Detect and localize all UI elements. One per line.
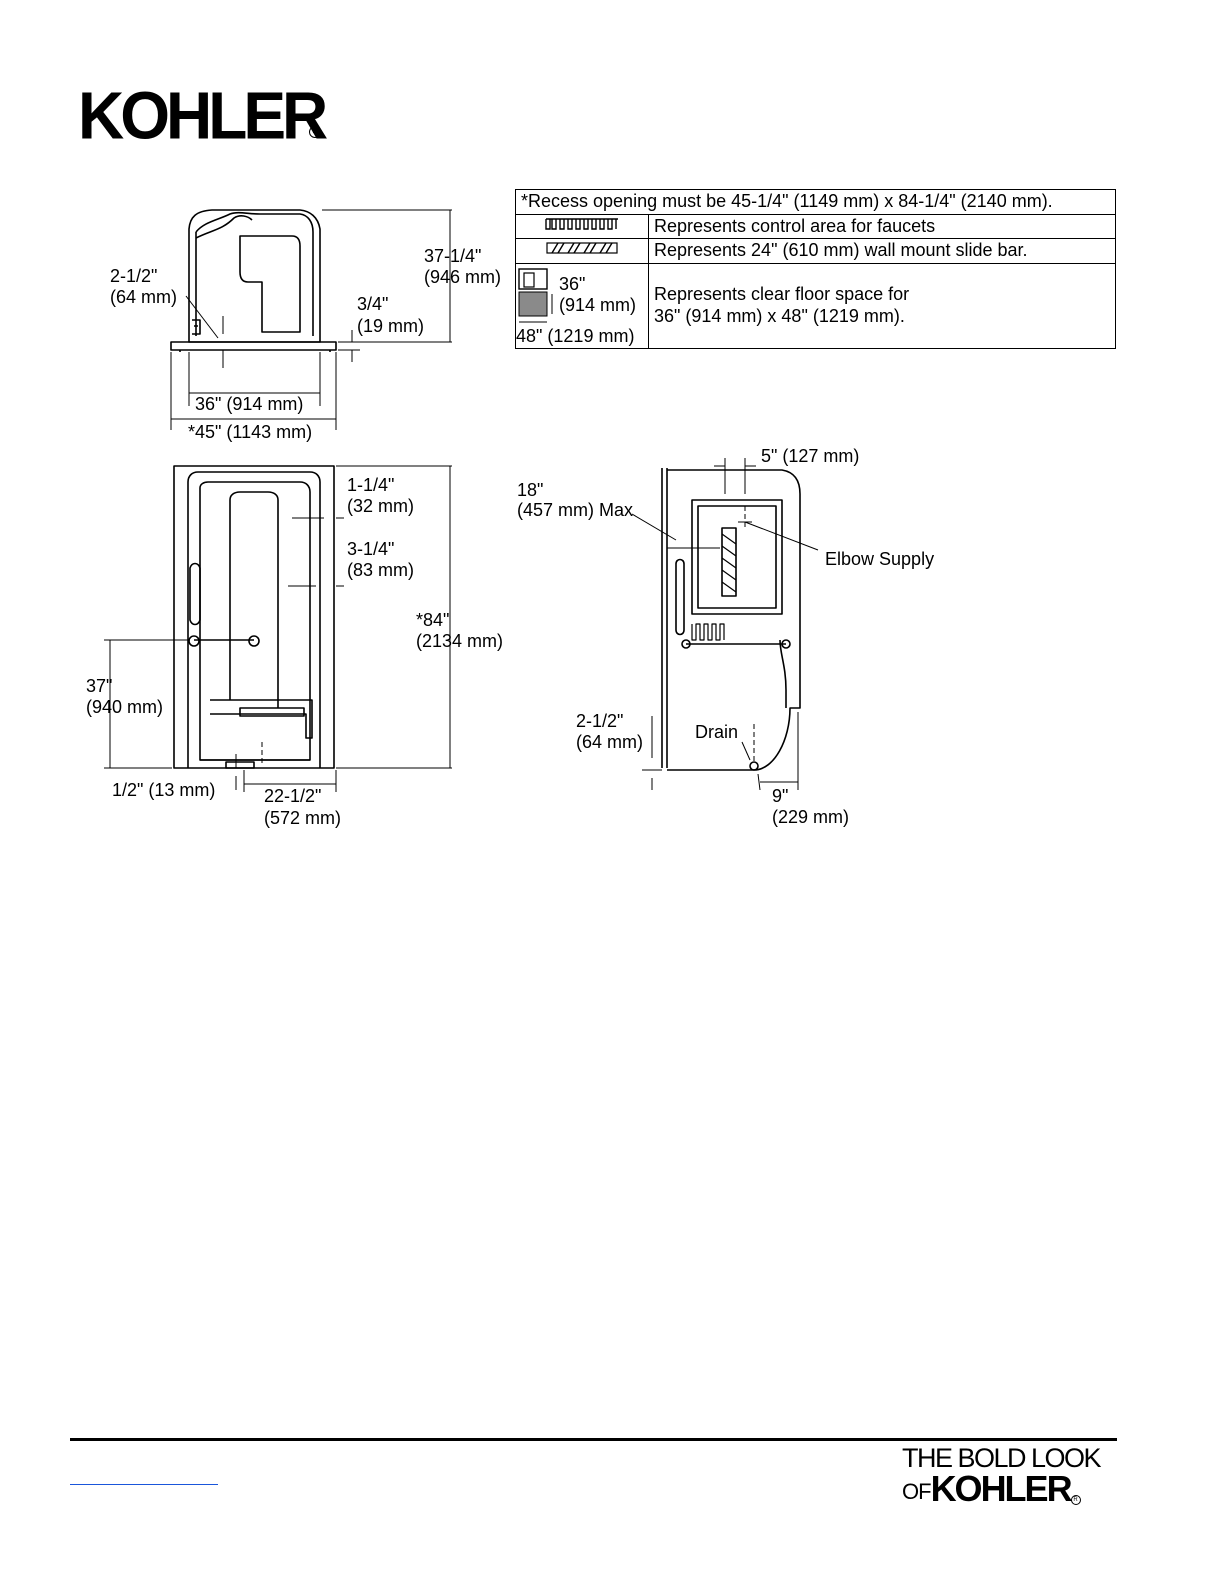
plan-outer-width: *45" (1143 mm) <box>188 422 312 442</box>
clear-floor-symbol-cell: 36" (914 mm) 48" (1219 mm) <box>515 262 649 349</box>
side-drain-label: Drain <box>695 722 738 742</box>
footer-rule <box>70 1438 1117 1441</box>
legend-table: *Recess opening must be 45-1/4" (1149 mm… <box>515 189 1116 349</box>
tagline-brand: KOHLER <box>930 1468 1073 1509</box>
tagline-line1: THE BOLD LOOK <box>902 1443 1102 1473</box>
registered-mark-icon: R <box>309 126 321 138</box>
front-view-drawing <box>173 465 335 769</box>
front-flange-mm: (32 mm) <box>347 496 414 516</box>
plan-inner-width: 36" (914 mm) <box>195 394 303 414</box>
legend-floor-line1: Represents clear floor space for <box>654 284 910 305</box>
plan-top-offset-mm: (64 mm) <box>110 287 177 307</box>
plan-top-offset-in: 2-1/2" <box>110 266 157 286</box>
side-drain-mm: (229 mm) <box>772 807 849 827</box>
front-drain-in: 22-1/2" <box>264 786 321 806</box>
plan-view-drawing <box>170 209 337 352</box>
side-elbow-dim: 5" (127 mm) <box>761 446 859 466</box>
floor-depth-mm: (914 mm) <box>559 295 636 315</box>
legend-row-floor-text: Represents clear floor space for 36" (91… <box>648 262 1116 349</box>
footer-registered-icon: R <box>1070 1495 1081 1505</box>
side-view-drawing <box>661 468 801 771</box>
front-bar-height-mm: (940 mm) <box>86 697 163 717</box>
footer-link[interactable] <box>70 1484 218 1485</box>
front-wall-in: 3-1/4" <box>347 539 394 559</box>
clear-floor-symbol-icon: 36" (914 mm) 48" (1219 mm) <box>516 268 636 346</box>
front-wall-mm: (83 mm) <box>347 560 414 580</box>
tagline-of: OF <box>902 1479 932 1504</box>
plan-threshold-in: 3/4" <box>357 294 388 314</box>
front-drain-mm: (572 mm) <box>264 808 341 828</box>
plan-threshold-mm: (19 mm) <box>357 316 424 336</box>
side-bottom-mm: (64 mm) <box>576 732 643 752</box>
floor-width: 48" (1219 mm) <box>516 326 634 346</box>
control-area-symbol-icon <box>545 217 618 230</box>
kohler-logo: KOHLER <box>78 77 328 154</box>
dimension-lines <box>104 209 819 792</box>
front-height-in: *84" <box>416 610 449 630</box>
legend-floor-line2: 36" (914 mm) x 48" (1219 mm). <box>654 305 905 326</box>
floor-depth-in: 36" <box>559 274 585 294</box>
side-max-in: 18" <box>517 480 543 500</box>
legend-row-control-text: Represents control area for faucets <box>648 213 1116 240</box>
side-bottom-in: 2-1/2" <box>576 711 623 731</box>
side-elbow-supply-label: Elbow Supply <box>825 549 934 569</box>
front-bar-height-in: 37" <box>86 676 112 696</box>
side-drain-in: 9" <box>772 786 788 806</box>
plan-depth-in: 37-1/4" <box>424 246 481 266</box>
slide-bar-symbol-icon <box>546 242 618 254</box>
plan-depth-mm: (946 mm) <box>424 267 501 287</box>
front-height-mm: (2134 mm) <box>416 631 503 651</box>
front-bottom-left: 1/2" (13 mm) <box>112 780 215 800</box>
side-max-mm: (457 mm) Max <box>517 500 633 520</box>
front-flange-in: 1-1/4" <box>347 475 394 495</box>
legend-row-slidebar-text: Represents 24" (610 mm) wall mount slide… <box>648 238 1116 264</box>
